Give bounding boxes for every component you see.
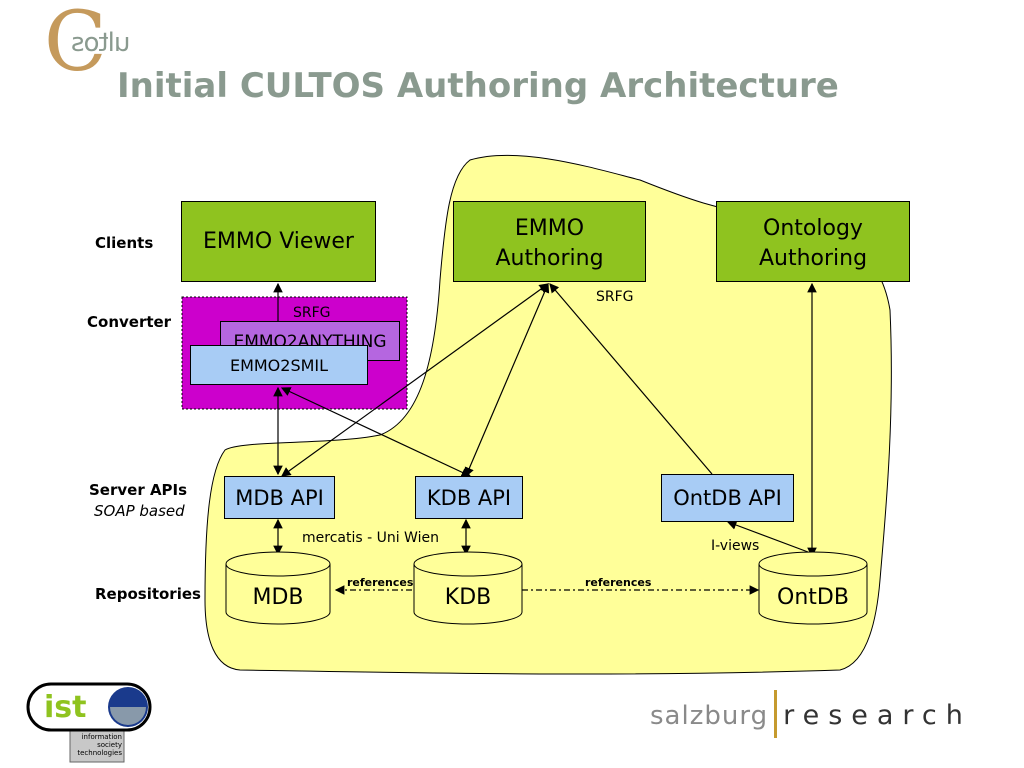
ist-caption-line3: technologies xyxy=(77,749,122,757)
slide-title: Initial CULTOS Authoring Architecture xyxy=(117,66,839,106)
row-label-clients: Clients xyxy=(95,234,154,252)
emmo-viewer-box[interactable]: EMMO Viewer xyxy=(181,201,376,282)
salzburg-research-logo: salzburg research xyxy=(650,690,972,738)
ontology-authoring-label-line2: Authoring xyxy=(758,246,868,271)
salzburg-logo-divider xyxy=(774,690,778,738)
arrow-ontdbapi-emmoauthoring xyxy=(549,283,713,475)
ontdb-api-box[interactable]: OntDB API xyxy=(661,474,794,522)
emmo-authoring-label-line1: EMMO xyxy=(514,216,585,241)
ist-logo-graphic xyxy=(26,682,152,763)
ontdb-api-label: OntDB API xyxy=(673,486,782,510)
row-label-converter: Converter xyxy=(87,313,172,331)
mdb-api-label: MDB API xyxy=(235,485,324,510)
kdb-api-box[interactable]: KDB API xyxy=(415,476,523,519)
cylinder-ontdb xyxy=(758,551,868,625)
emmo-viewer-label: EMMO Viewer xyxy=(203,228,354,254)
repository-ontdb-label: OntDB xyxy=(777,585,849,610)
research-logo-text: research xyxy=(783,700,972,731)
row-label-server-apis: Server APIs xyxy=(89,481,188,499)
kdb-api-label: KDB API xyxy=(426,485,512,510)
iviews-label: I-views xyxy=(711,538,760,554)
emmo-authoring-label-line2: Authoring xyxy=(495,246,604,271)
emmo2smil-box[interactable]: EMMO2SMIL xyxy=(190,345,368,385)
repository-kdb-label: KDB xyxy=(444,585,492,610)
ist-logo-text: ist xyxy=(44,690,87,725)
ontology-authoring-label-line1: Ontology xyxy=(763,216,863,241)
references-label-1: references xyxy=(347,576,414,589)
row-label-soap-based: SOAP based xyxy=(94,502,185,520)
converter-srfg-label: SRFG xyxy=(293,305,331,321)
arrow-kdbapi-emmoauthoring xyxy=(464,282,550,478)
cultos-logo: C ultos xyxy=(22,2,142,84)
mdb-api-box[interactable]: MDB API xyxy=(224,476,335,519)
ist-caption: information society technologies xyxy=(74,733,122,757)
row-label-repositories: Repositories xyxy=(95,585,201,603)
references-label-2: references xyxy=(585,576,652,589)
emmo-authoring-box[interactable]: EMMO Authoring xyxy=(453,201,646,282)
mercatis-label: mercatis - Uni Wien xyxy=(302,530,439,546)
cultos-logo-letter: C xyxy=(44,0,107,90)
srfg-label: SRFG xyxy=(596,289,634,305)
salzburg-logo-text: salzburg xyxy=(650,701,769,731)
ontology-authoring-box[interactable]: Ontology Authoring xyxy=(716,201,910,282)
cylinder-mdb xyxy=(225,551,331,625)
arrow-ontdb-ontdbapi xyxy=(726,520,809,553)
ist-caption-line1: information xyxy=(81,733,122,741)
emmo2smil-label: EMMO2SMIL xyxy=(229,355,329,375)
cylinder-kdb xyxy=(413,551,523,625)
repository-mdb-label: MDB xyxy=(252,585,304,610)
ist-caption-line2: society xyxy=(97,741,122,749)
